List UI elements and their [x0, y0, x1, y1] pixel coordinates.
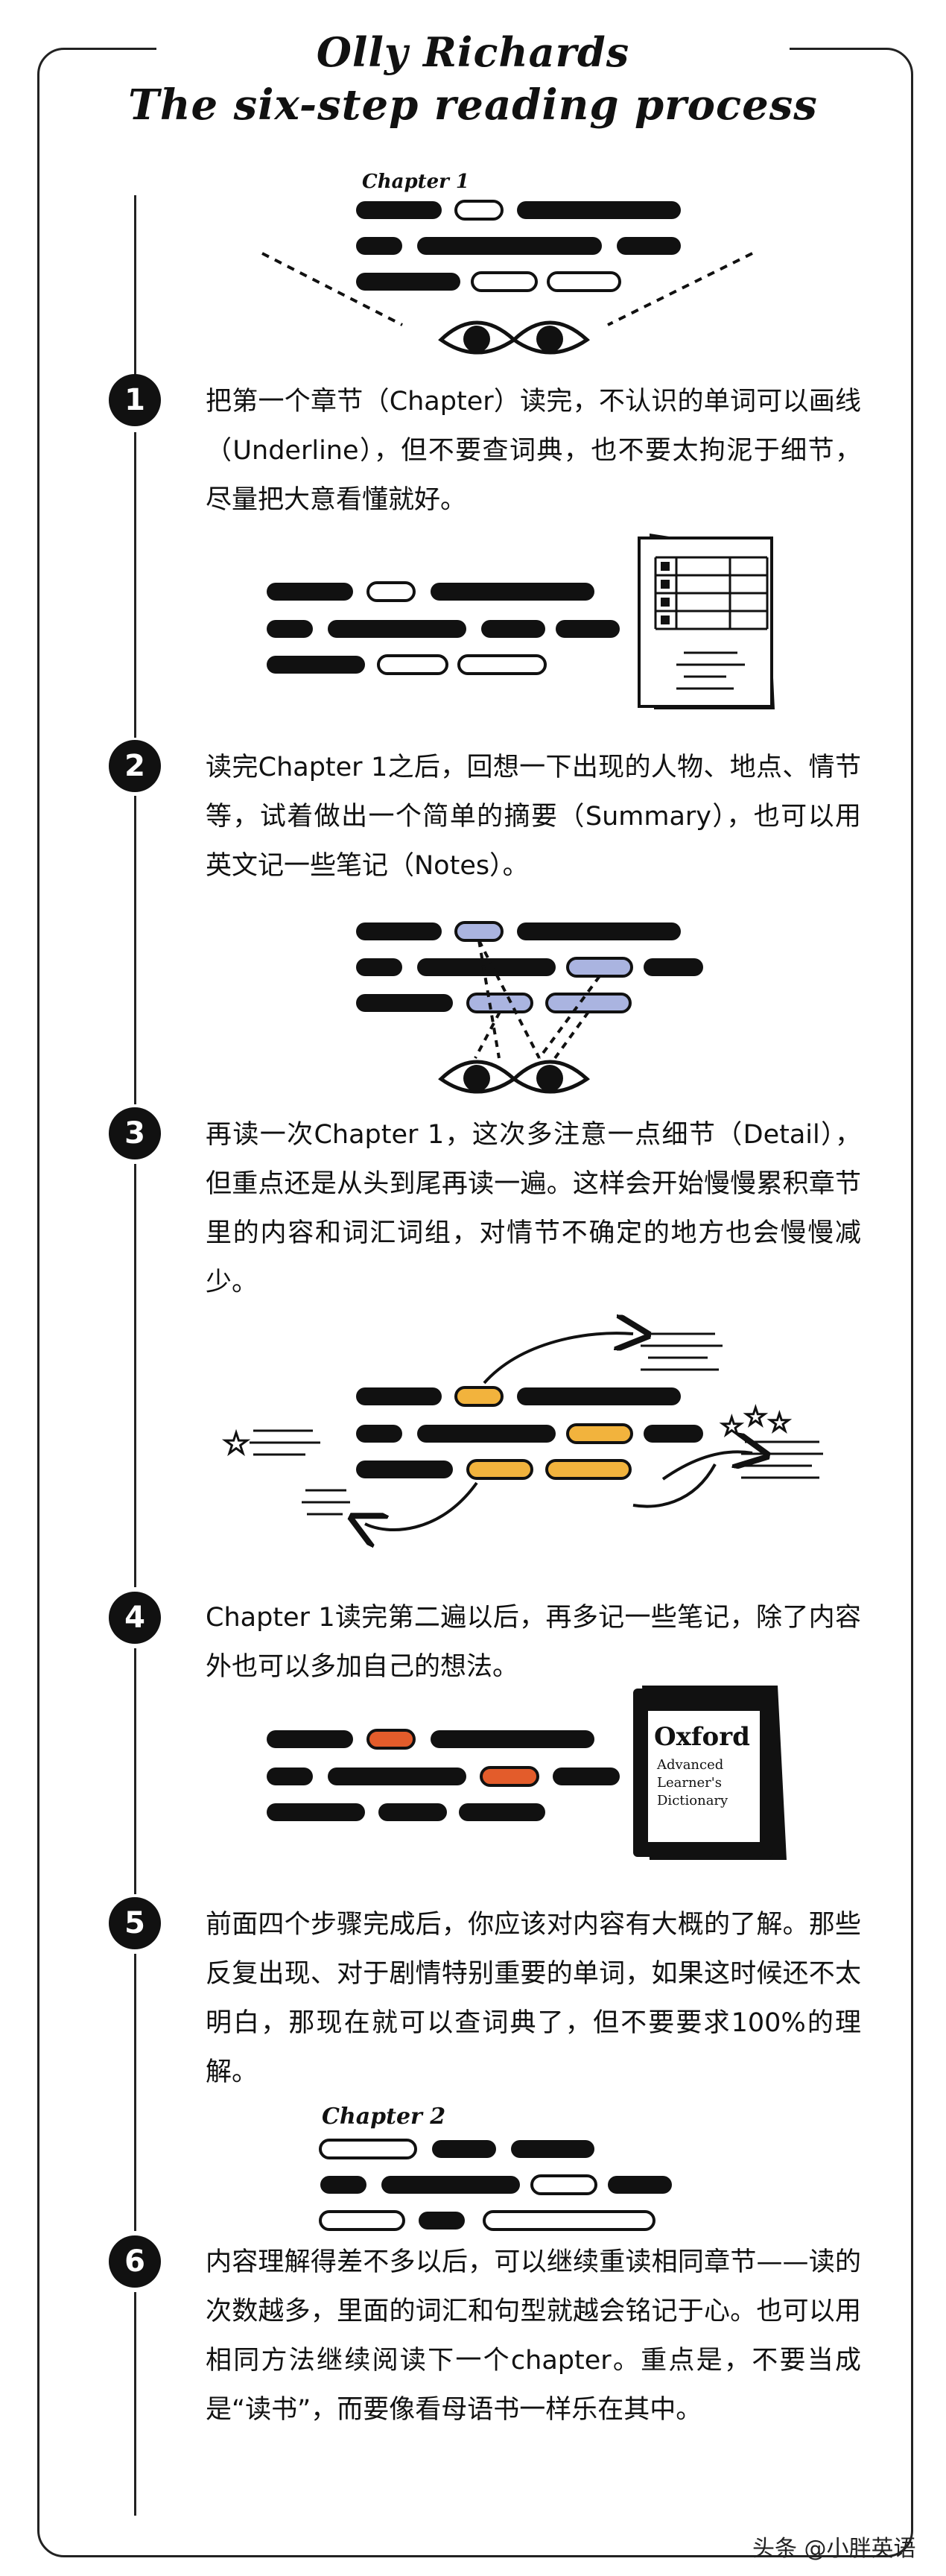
timeline-line: [134, 796, 136, 1104]
step-text-6: 内容理解得差不多以后，可以继续重读相同章节——读的次数越多，里面的词汇和句型就越…: [206, 2247, 861, 2425]
title-mask: [156, 30, 790, 75]
process-title: The six-step reading process: [128, 80, 818, 130]
step-text-4: Chapter 1读完第二遍以后，再多记一些笔记，除了内容外也可以多加自己的想法…: [206, 1603, 861, 1682]
author-title: Olly Richards: [316, 28, 630, 76]
timeline-line: [134, 2292, 136, 2516]
watermark: 头条 @小胖英语: [752, 2536, 916, 2562]
timeline-line: [134, 1954, 136, 2231]
step-badge-4: 4: [109, 1592, 161, 1644]
step-badge-1: 1: [109, 374, 161, 426]
timeline-line: [134, 1164, 136, 1587]
step-badge-2: 2: [109, 740, 161, 792]
step-text-5: 前面四个步骤完成后，你应该对内容有大概的了解。那些反复出现、对于剧情特别重要的单…: [206, 1910, 861, 2087]
step-text-3: 再读一次Chapter 1，这次多注意一点细节（Detail），但重点还是从头到…: [206, 1120, 861, 1297]
timeline-line: [134, 432, 136, 738]
step-text-1: 把第一个章节（Chapter）读完，不认识的单词可以画线（Underline），…: [206, 387, 861, 515]
step-badge-3: 3: [109, 1107, 161, 1159]
timeline-line: [134, 195, 136, 396]
step-badge-5: 5: [109, 1897, 161, 1949]
step-text-2: 读完Chapter 1之后，回想一下出现的人物、地点、情节等，试着做出一个简单的…: [206, 753, 861, 881]
timeline-line: [134, 1648, 136, 1894]
step-badge-6: 6: [109, 2235, 161, 2288]
